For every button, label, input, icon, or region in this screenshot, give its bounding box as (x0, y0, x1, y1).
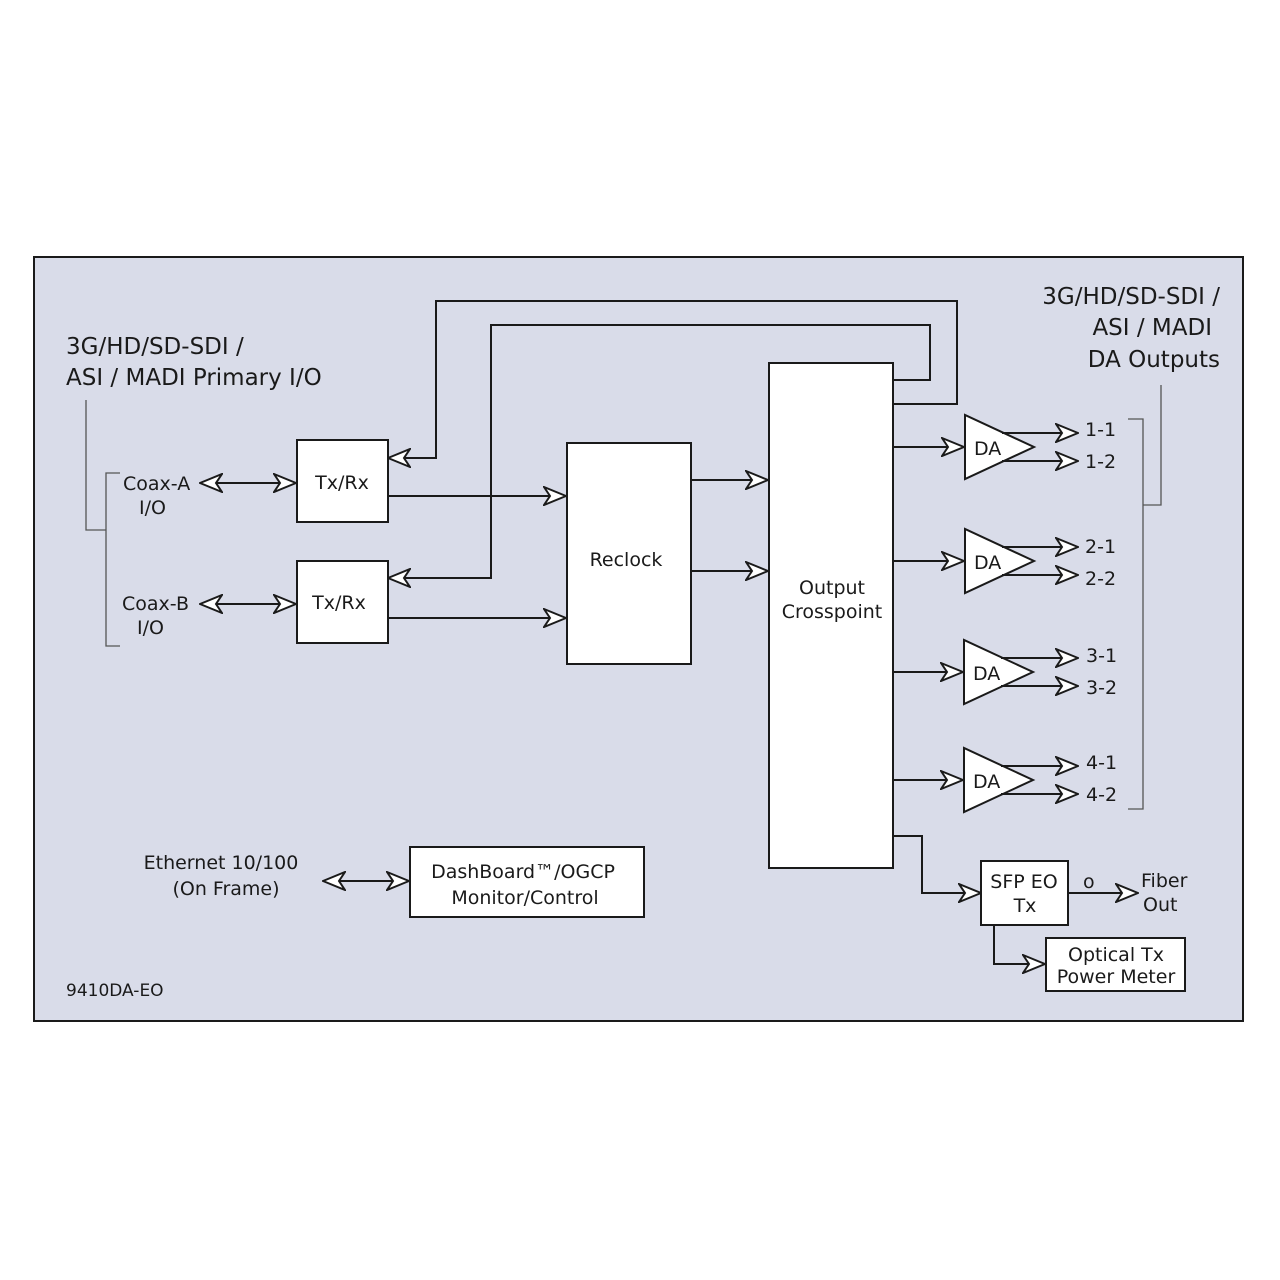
coax-b-label-line1: Coax-B (122, 593, 189, 615)
dashboard-monitor-control-block: DashBoard™/OGCP Monitor/Control (409, 846, 645, 918)
crosspoint-label-line1: Output (799, 577, 865, 599)
optical-power-meter-block: Optical Tx Power Meter (1045, 937, 1186, 992)
da-amplifier-4: DA (894, 746, 1078, 814)
model-id-label: 9410DA-EO (66, 981, 164, 1001)
outputs-heading-line3: DA Outputs (1088, 347, 1220, 373)
output-label-3-1: 3-1 (1086, 645, 1117, 667)
sfp-label-line2: Tx (1013, 895, 1037, 917)
txrx-b-block: Tx/Rx (296, 560, 389, 644)
outputs-heading-line2: ASI / MADI (1092, 315, 1212, 341)
outputs-bracket (1128, 385, 1162, 810)
da-3-label: DA (973, 663, 1000, 685)
dashboard-label-line2: Monitor/Control (451, 887, 598, 909)
ethernet-label-line2: (On Frame) (172, 878, 279, 900)
dashboard-label-line1: DashBoard™/OGCP (431, 861, 615, 883)
da-2-label: DA (974, 552, 1001, 574)
crosspoint-to-txrx-b-loop (388, 324, 931, 578)
txrx-a-block: Tx/Rx (296, 439, 389, 523)
output-label-4-1: 4-1 (1086, 752, 1117, 774)
da-amplifier-3: DA (894, 638, 1078, 706)
da-4-label: DA (973, 771, 1000, 793)
inputs-heading-line2: ASI / MADI Primary I/O (66, 365, 322, 391)
fiber-connector-glyph: o (1083, 871, 1095, 893)
power-meter-label-line1: Optical Tx (1068, 944, 1164, 966)
coax-a-label-line2: I/O (139, 497, 166, 519)
fiber-out-label-line2: Out (1143, 894, 1177, 916)
crosspoint-to-txrx-a-loop (388, 300, 958, 458)
power-meter-label-line2: Power Meter (1057, 966, 1176, 988)
coax-b-label-line2: I/O (137, 617, 164, 639)
output-label-1-2: 1-2 (1085, 451, 1116, 473)
outputs-heading-line1: 3G/HD/SD-SDI / (1042, 284, 1220, 310)
sfp-label-line1: SFP EO (990, 871, 1057, 893)
output-label-1-1: 1-1 (1085, 419, 1116, 441)
sfp-to-power-meter-arrow (993, 925, 1045, 964)
output-label-2-2: 2-2 (1085, 568, 1116, 590)
coax-a-label-line1: Coax-A (123, 473, 190, 495)
output-label-3-2: 3-2 (1086, 677, 1117, 699)
crosspoint-label-line2: Crosspoint (782, 601, 883, 623)
txrx-a-label: Tx/Rx (314, 472, 369, 494)
reclock-block: Reclock (566, 442, 692, 665)
inputs-heading-line1: 3G/HD/SD-SDI / (66, 334, 244, 360)
ethernet-label-line1: Ethernet 10/100 (144, 852, 299, 874)
da-amplifier-1: DA (894, 413, 1078, 481)
crosspoint-to-sfp-arrow (894, 835, 981, 893)
txrx-b-label: Tx/Rx (311, 592, 366, 614)
da-1-label: DA (974, 438, 1001, 460)
reclock-label: Reclock (590, 549, 663, 571)
fiber-out-label-line1: Fiber (1141, 870, 1188, 892)
output-label-2-1: 2-1 (1085, 536, 1116, 558)
inputs-bracket (85, 400, 120, 647)
da-amplifier-2: DA (894, 527, 1078, 595)
output-crosspoint-block: Output Crosspoint (768, 362, 894, 869)
output-label-4-2: 4-2 (1086, 784, 1117, 806)
sfp-eo-tx-block: SFP EO Tx (980, 860, 1069, 926)
